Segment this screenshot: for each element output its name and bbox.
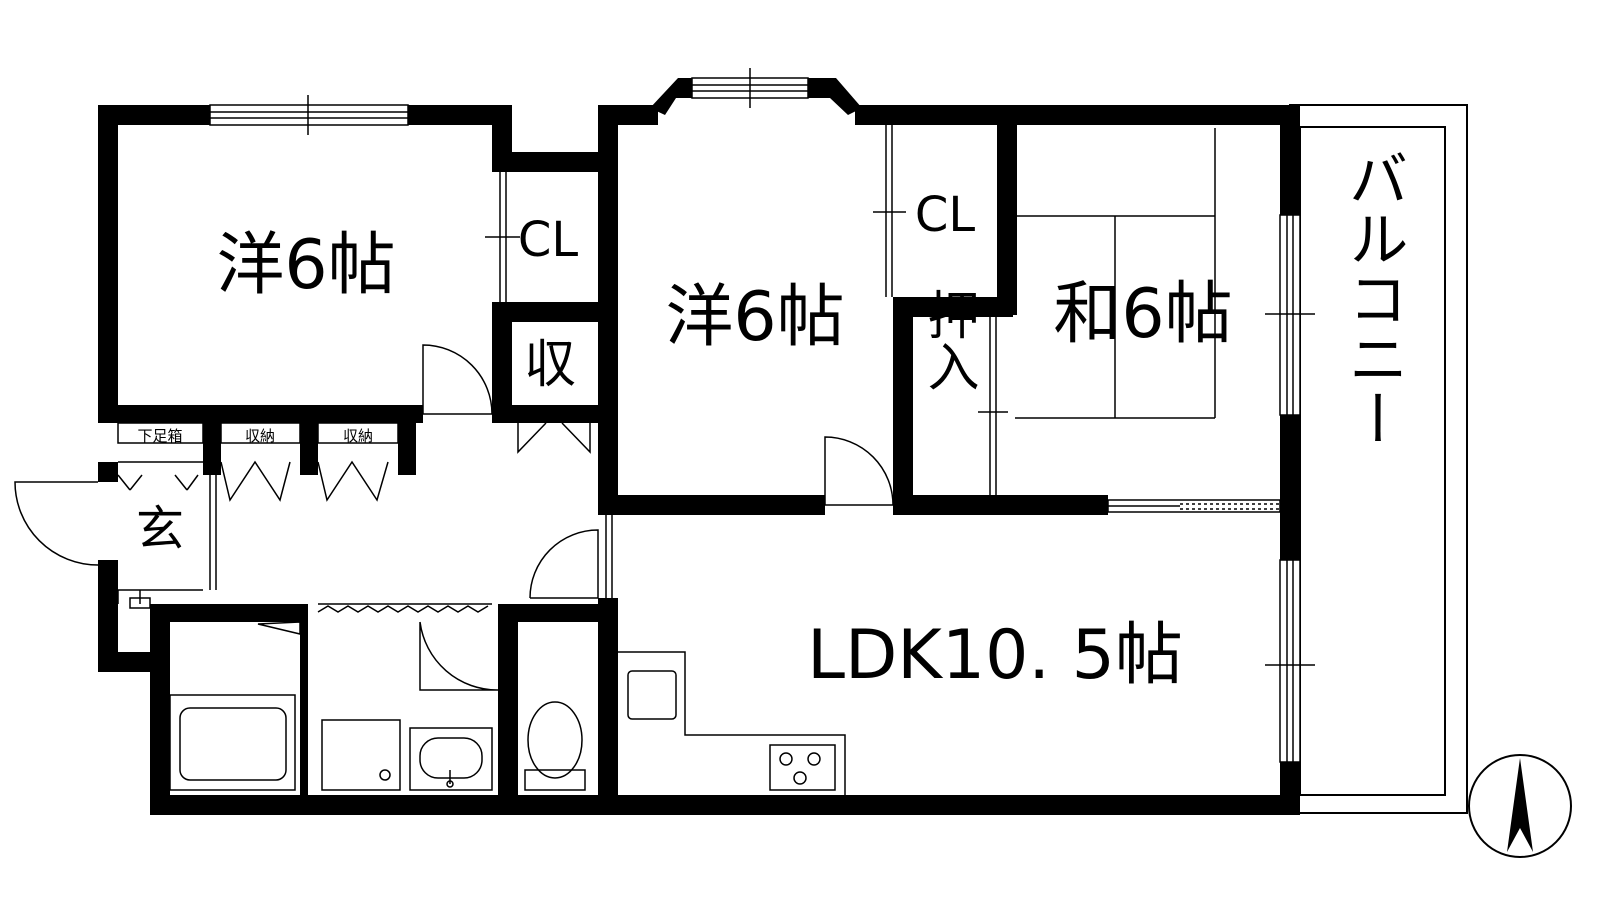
room-label-western-2: 洋6帖 — [665, 278, 844, 357]
closet-label-2: CL — [915, 187, 976, 243]
room-label-japanese: 和6帖 — [1053, 275, 1232, 354]
sliding-doors — [209, 125, 1281, 598]
storage-label-1: 収納 — [245, 427, 275, 445]
shoe-box-label: 下足箱 — [137, 427, 182, 445]
windows — [209, 68, 1315, 763]
swing-doors — [14, 344, 894, 691]
kitchen-counter — [618, 651, 846, 801]
room-label-western-1: 洋6帖 — [216, 226, 395, 305]
room-label-ldk: LDK10. 5帖 — [807, 616, 1183, 695]
entrance-label: 玄 — [136, 501, 184, 557]
north-arrow-icon — [1468, 754, 1572, 858]
oshiire-label: 押入 — [918, 288, 978, 392]
room-label-balcony: バルコニー — [1338, 148, 1408, 448]
walls — [98, 78, 1300, 815]
tatami-grid — [1015, 128, 1216, 419]
closet-label-1: CL — [518, 212, 579, 268]
bathroom-fixtures — [169, 603, 586, 791]
storage-label: 収 — [524, 335, 576, 395]
storage-label-2: 収納 — [343, 427, 373, 445]
cabinet-doors — [117, 422, 591, 609]
